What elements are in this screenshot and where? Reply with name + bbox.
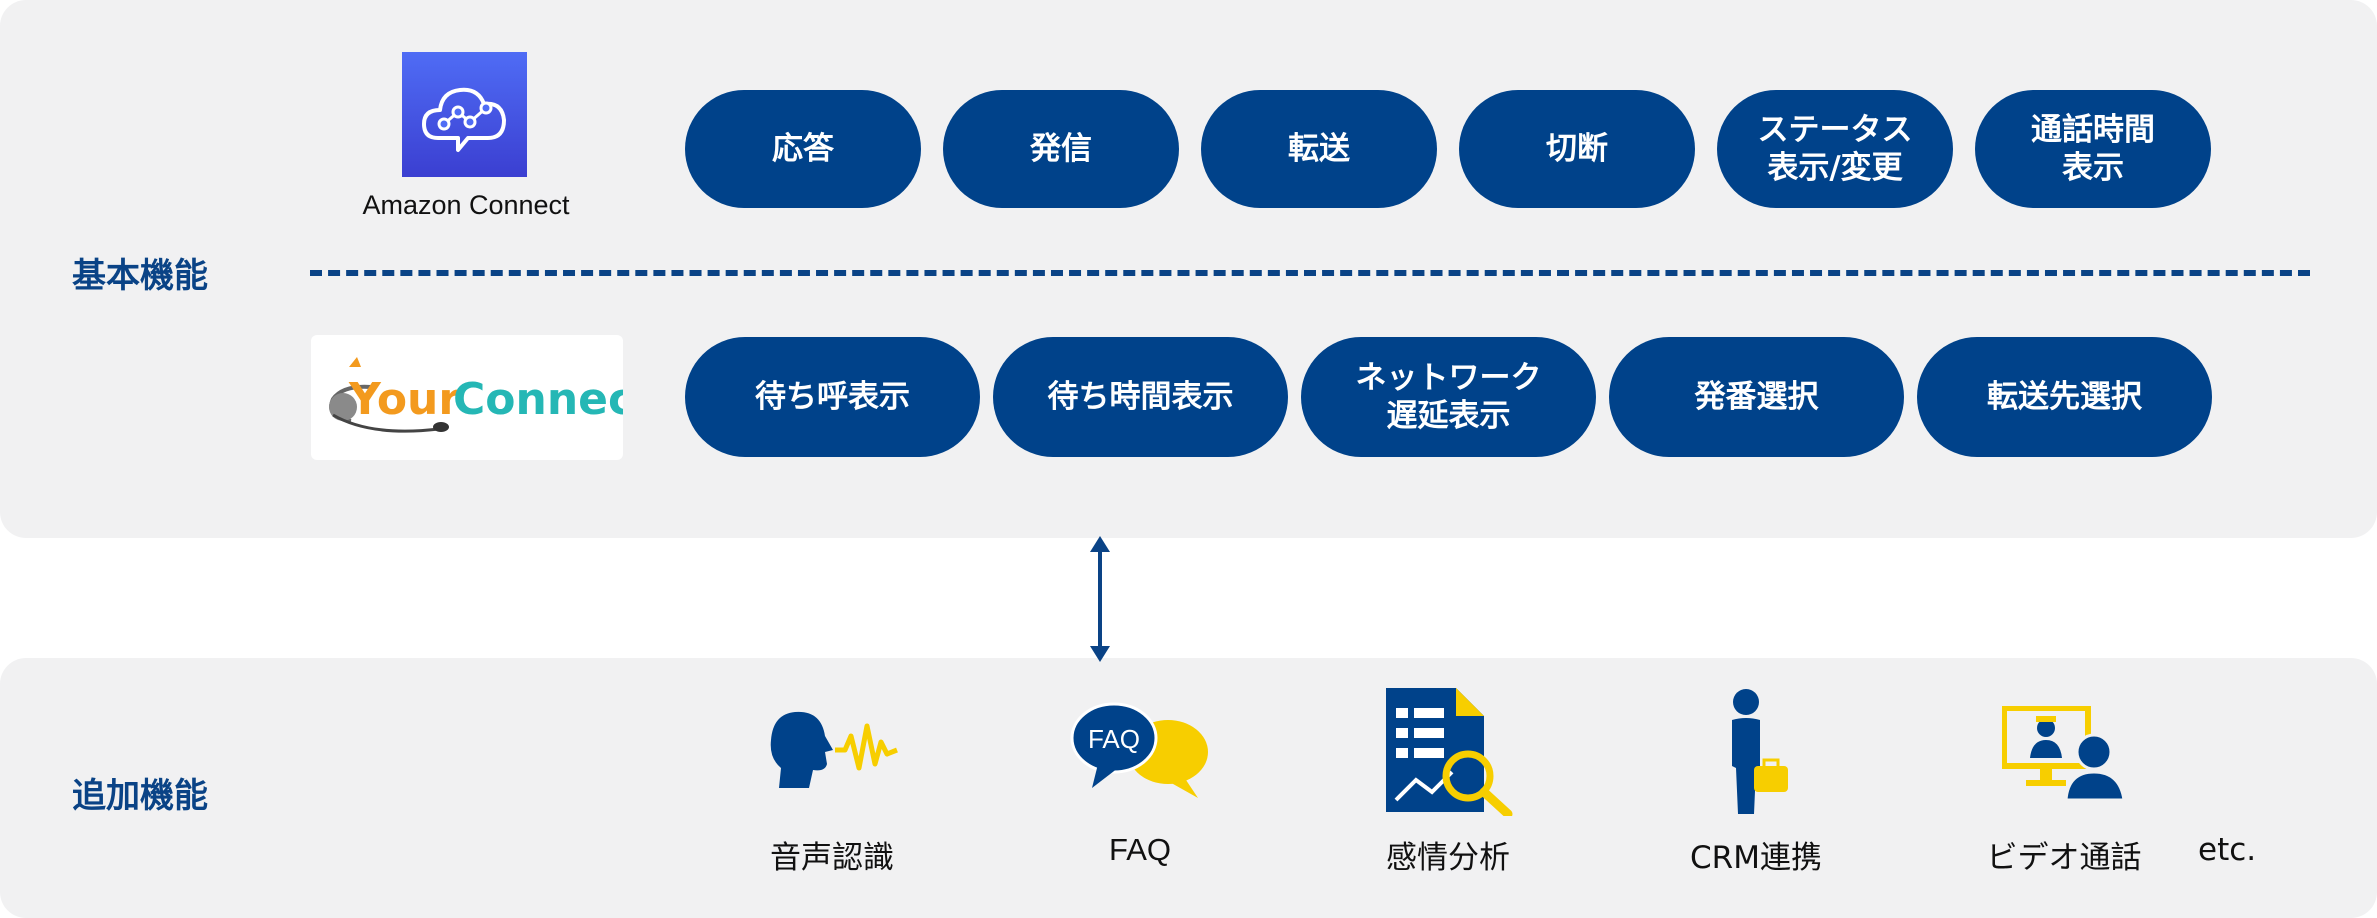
pill-answer: 応答 bbox=[685, 90, 921, 208]
document-analysis-icon bbox=[1386, 688, 1513, 816]
pill-transfer-dest: 転送先選択 bbox=[1917, 337, 2212, 457]
pill-wait-time: 待ち時間表示 bbox=[993, 337, 1288, 457]
pill-queue-display: 待ち呼表示 bbox=[685, 337, 980, 457]
logo-text-connect: Connect bbox=[453, 374, 623, 425]
etc-label: etc. bbox=[2198, 832, 2257, 868]
feature-label-speech: 音声認識 bbox=[770, 840, 894, 876]
pill-network-latency: ネットワーク 遅延表示 bbox=[1301, 337, 1596, 457]
speech-recognition-icon bbox=[770, 711, 898, 788]
feature-label-faq: FAQ bbox=[1108, 832, 1171, 867]
double-arrow-icon bbox=[1090, 536, 1110, 662]
person-briefcase-icon bbox=[1732, 689, 1788, 814]
faq-icon-text: FAQ bbox=[1088, 724, 1140, 754]
feature-label-video: ビデオ通話 bbox=[1986, 840, 2142, 876]
pill-transfer: 転送 bbox=[1201, 90, 1437, 208]
pill-status: ステータス 表示/変更 bbox=[1717, 90, 1953, 208]
feature-label-crm: CRM連携 bbox=[1690, 840, 1822, 876]
additional-features-label: 追加機能 bbox=[72, 776, 208, 816]
basic-features-label: 基本機能 bbox=[72, 256, 208, 296]
faq-bubble-icon: FAQ bbox=[1070, 702, 1208, 798]
headset-icon bbox=[329, 357, 449, 433]
logo-text-your: Your bbox=[348, 374, 460, 425]
video-call-icon bbox=[2002, 706, 2126, 802]
your-connect-logo: Your Connect bbox=[311, 335, 655, 460]
pill-call-time: 通話時間 表示 bbox=[1975, 90, 2211, 208]
pill-number-select: 発番選択 bbox=[1609, 337, 1904, 457]
pill-disconnect: 切断 bbox=[1459, 90, 1695, 208]
pill-outbound: 発信 bbox=[943, 90, 1179, 208]
divider-dashed-line bbox=[310, 270, 2310, 276]
amazon-connect-cloud-icon bbox=[402, 52, 527, 177]
amazon-connect-caption: Amazon Connect bbox=[362, 190, 570, 220]
feature-label-sentiment: 感情分析 bbox=[1386, 840, 1510, 876]
